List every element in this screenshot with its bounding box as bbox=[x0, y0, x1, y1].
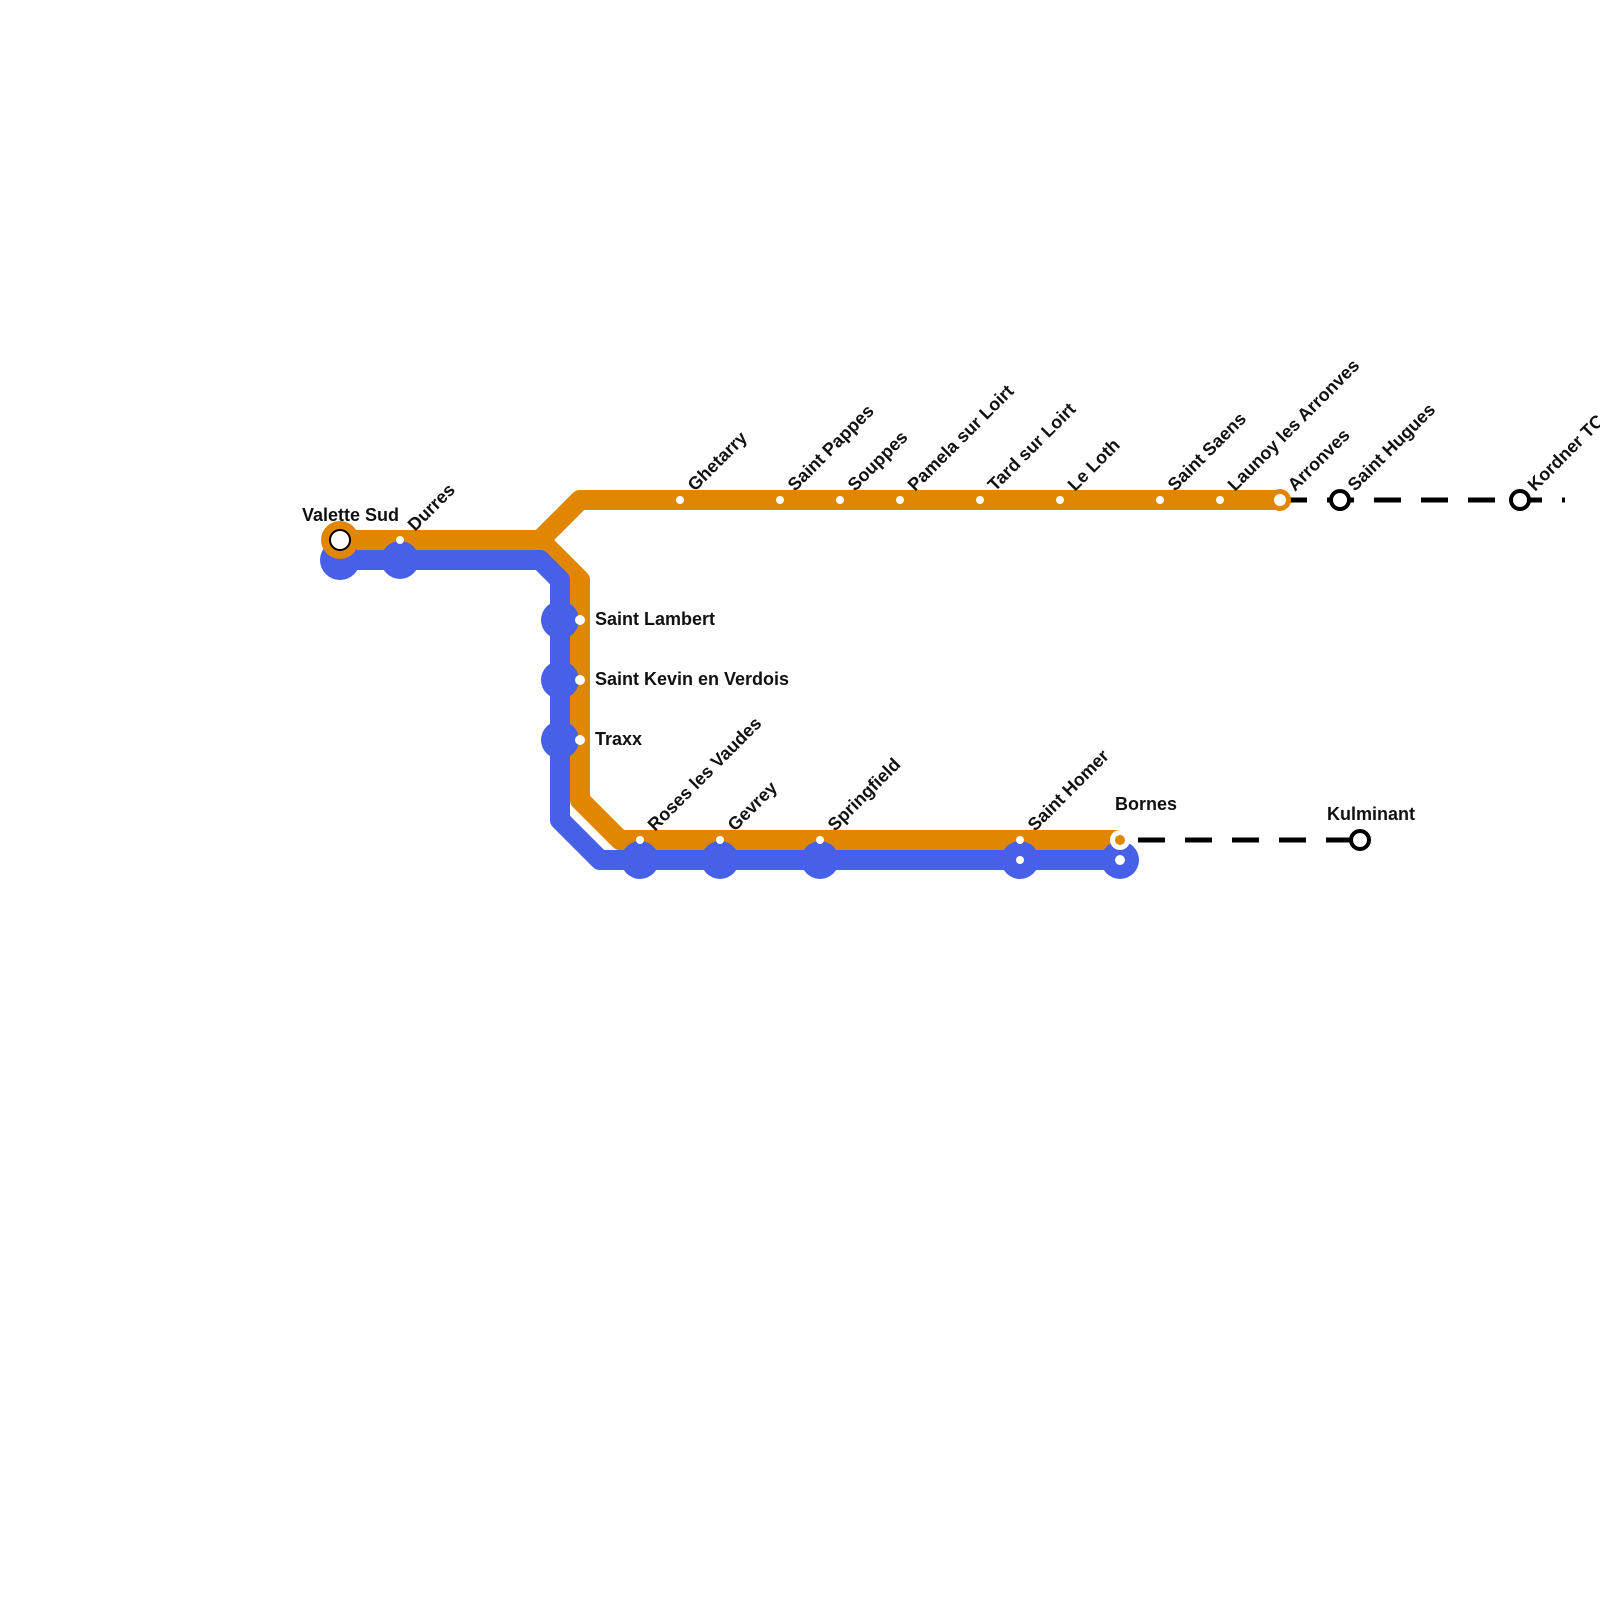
orange-line-stations bbox=[321, 489, 1291, 850]
label-saint-homer: Saint Homer bbox=[1024, 746, 1113, 835]
station-marker-saint-kevin-blue[interactable] bbox=[541, 661, 579, 699]
label-bornes: Bornes bbox=[1115, 794, 1177, 814]
label-gevrey: Gevrey bbox=[724, 778, 781, 835]
label-traxx: Traxx bbox=[595, 729, 642, 749]
station-marker-springfield-blue[interactable] bbox=[801, 841, 839, 879]
label-durres: Durres bbox=[404, 480, 459, 535]
planned-extensions bbox=[1138, 497, 1565, 843]
station-marker-saint-lambert-blue[interactable] bbox=[541, 601, 579, 639]
station-dot-saint-homer[interactable] bbox=[1016, 836, 1024, 844]
station-dot-saint-kevin[interactable] bbox=[575, 675, 585, 685]
label-saint-lambert: Saint Lambert bbox=[595, 609, 715, 629]
station-dot-saint-lambert[interactable] bbox=[575, 615, 585, 625]
label-saint-hugues: Saint Hugues bbox=[1344, 399, 1439, 494]
station-dot-gevrey[interactable] bbox=[716, 836, 724, 844]
station-dot-bornes-blue bbox=[1115, 855, 1125, 865]
station-interchange-valette-sud[interactable] bbox=[329, 529, 351, 551]
label-le-loth: Le Loth bbox=[1064, 435, 1124, 495]
station-marker-durres-blue[interactable] bbox=[381, 541, 419, 579]
station-dot-pamela-sur-loirt[interactable] bbox=[896, 496, 904, 504]
label-valette-sud: Valette Sud bbox=[302, 505, 399, 525]
station-dot-saint-homer-blue bbox=[1016, 856, 1024, 864]
station-dot-bornes[interactable] bbox=[1115, 835, 1125, 845]
station-marker-traxx-blue[interactable] bbox=[541, 721, 579, 759]
station-planned-saint-hugues[interactable] bbox=[1329, 489, 1351, 511]
station-dot-traxx[interactable] bbox=[575, 735, 585, 745]
label-ghetarry: Ghetarry bbox=[684, 428, 751, 495]
label-springfield: Springfield bbox=[824, 754, 905, 835]
station-dot-durres[interactable] bbox=[396, 536, 404, 544]
planned-stations bbox=[1329, 489, 1531, 851]
orange-line-branch-route bbox=[532, 532, 1120, 850]
station-dot-springfield[interactable] bbox=[816, 836, 824, 844]
blue-line-route bbox=[330, 550, 1130, 870]
station-dot-saint-saens[interactable] bbox=[1156, 496, 1164, 504]
station-dot-souppes[interactable] bbox=[836, 496, 844, 504]
orange-line-route bbox=[330, 490, 1290, 550]
station-marker-roses-blue[interactable] bbox=[621, 841, 659, 879]
station-marker-gevrey-blue[interactable] bbox=[701, 841, 739, 879]
label-kordner: Kordner TC bbox=[1524, 411, 1600, 495]
station-labels: Valette Sud Durres Saint Lambert Saint K… bbox=[302, 355, 1600, 835]
station-planned-kordner[interactable] bbox=[1509, 489, 1531, 511]
station-dot-le-loth[interactable] bbox=[1056, 496, 1064, 504]
station-dot-tard-sur-loirt[interactable] bbox=[976, 496, 984, 504]
station-dot-saint-pappes[interactable] bbox=[776, 496, 784, 504]
station-dot-arronves[interactable] bbox=[1274, 494, 1286, 506]
label-saint-kevin: Saint Kevin en Verdois bbox=[595, 669, 789, 689]
station-planned-kulminant[interactable] bbox=[1349, 829, 1371, 851]
blue-line-stations bbox=[320, 540, 1139, 879]
station-dot-ghetarry[interactable] bbox=[676, 496, 684, 504]
station-dot-launoy[interactable] bbox=[1216, 496, 1224, 504]
station-dot-roses[interactable] bbox=[636, 836, 644, 844]
label-kulminant: Kulminant bbox=[1327, 804, 1415, 824]
